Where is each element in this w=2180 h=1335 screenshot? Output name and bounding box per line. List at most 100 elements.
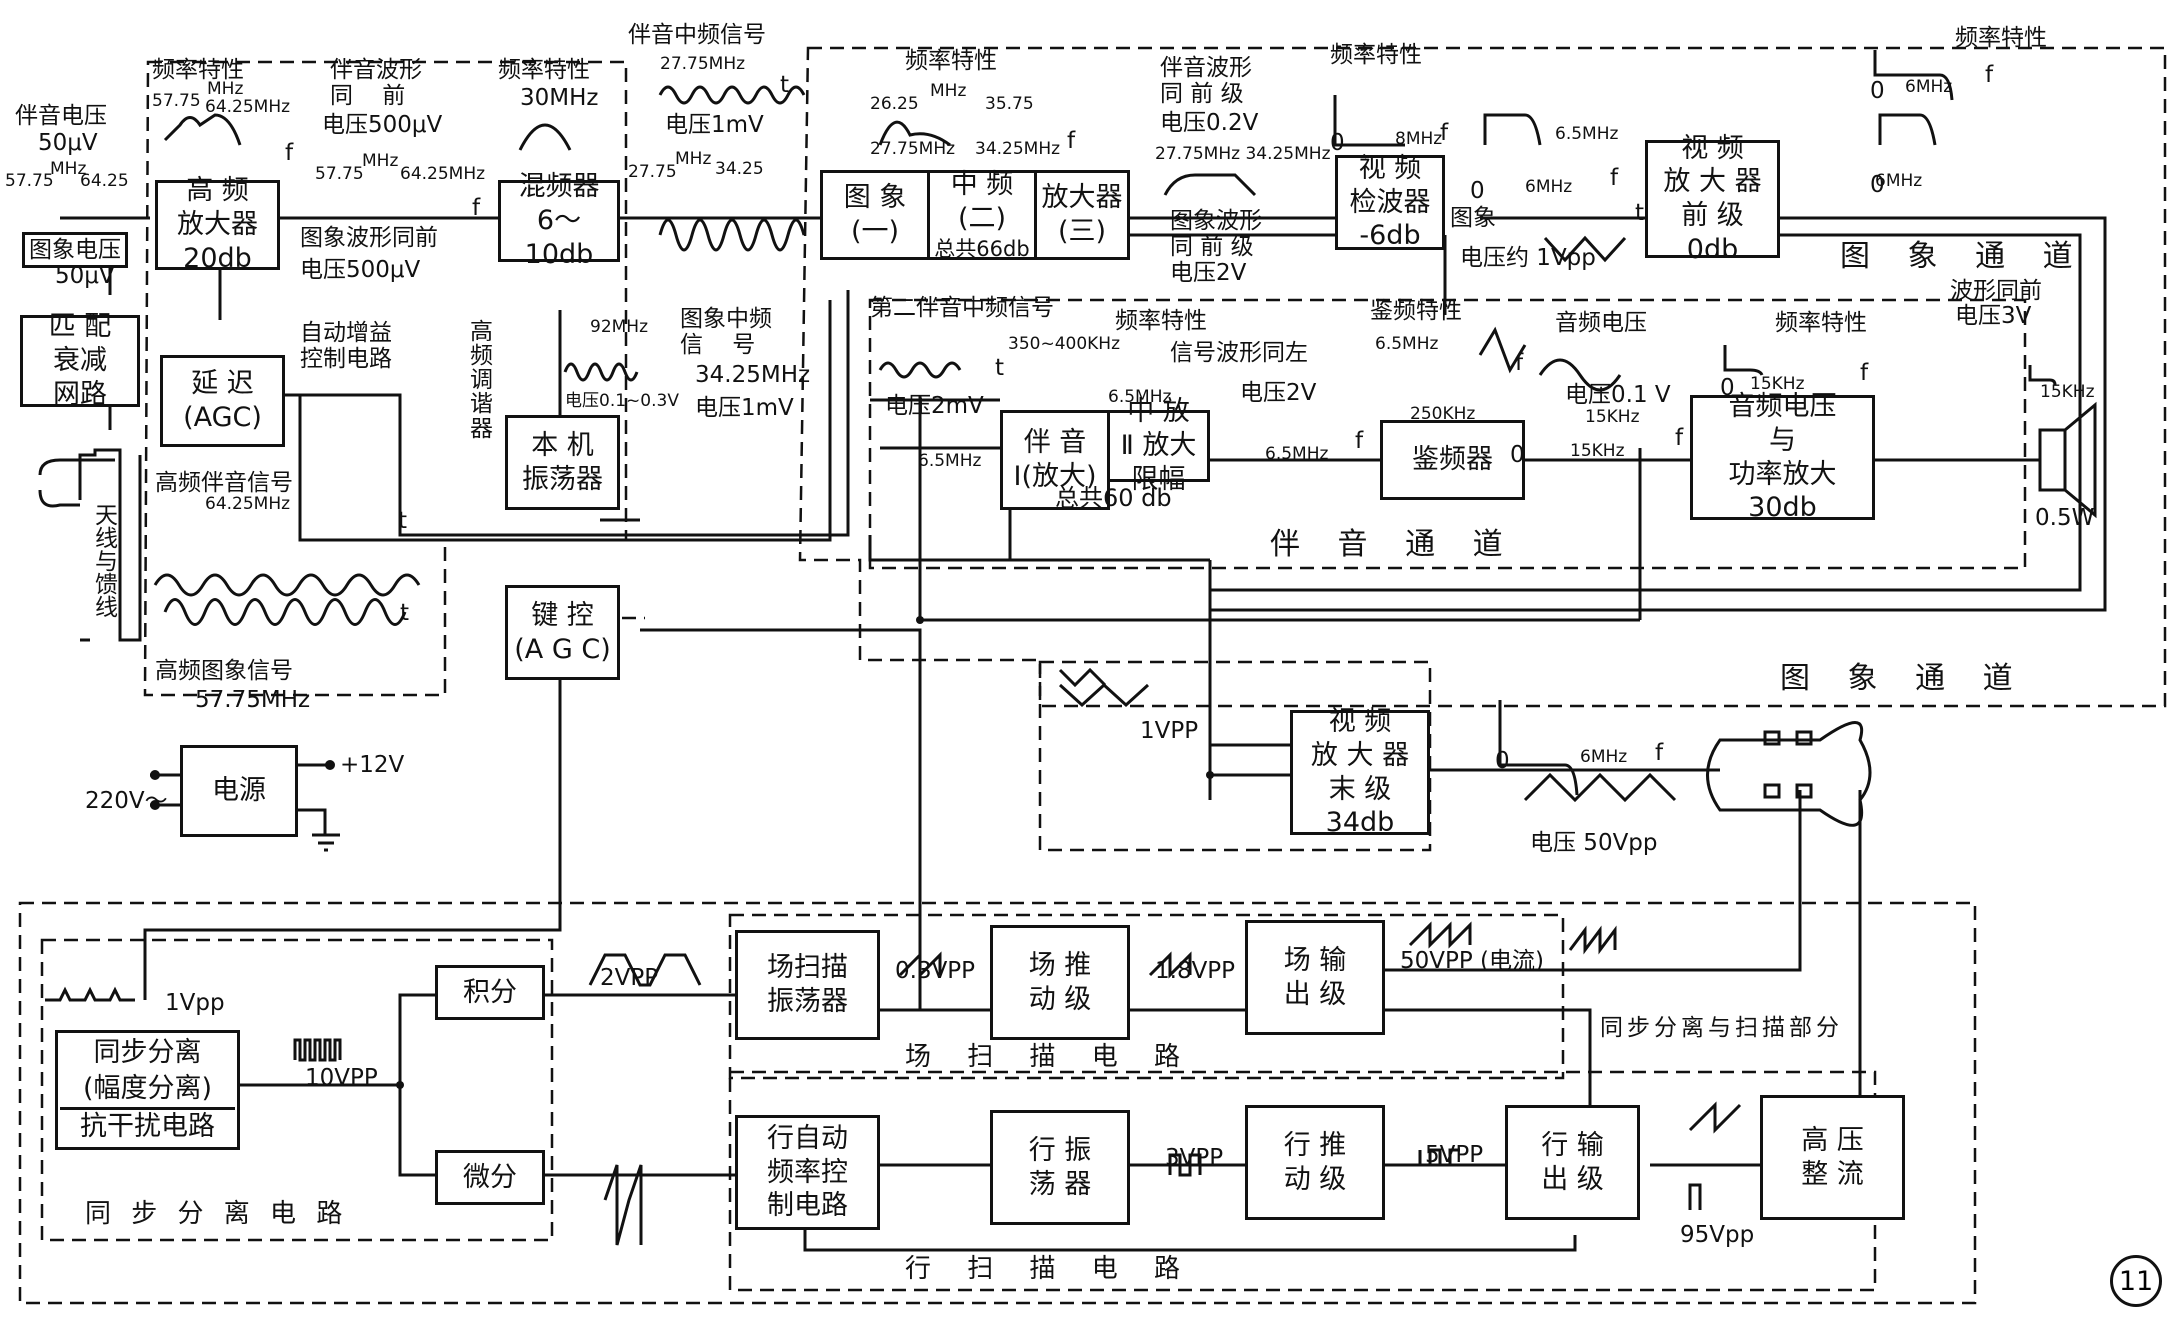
lbl-15k-b: 15KHz bbox=[1570, 441, 1625, 461]
rf-amp-line1: 高 频 bbox=[186, 175, 249, 207]
lbl-audio-v: 音频电压 bbox=[1555, 310, 1647, 336]
block-power-supply: 电源 bbox=[180, 745, 298, 837]
lbl-15k-c: 15KHz bbox=[1750, 374, 1805, 394]
lbl-voltage500: 电压500μV bbox=[322, 112, 443, 138]
lbl-v-circuit: 场 扫 描 电 路 bbox=[905, 1042, 1195, 1072]
keyed-agc-wire bbox=[640, 628, 1592, 1172]
lbl-second-sif: 第二伴音中频信号 bbox=[870, 295, 1054, 321]
lbl-fc1-a: 57.75 bbox=[152, 91, 201, 111]
lbl-1vpp-c: 1Vpp bbox=[165, 990, 225, 1016]
pif-wave bbox=[658, 218, 806, 252]
lbl-mix-b: 34.25 bbox=[715, 159, 764, 179]
mixer-line2: 6～10db bbox=[524, 205, 594, 270]
if-group-border bbox=[798, 46, 2167, 708]
axis-t-2: t bbox=[400, 600, 410, 626]
lbl-30mhz: 30MHz bbox=[520, 85, 599, 111]
lbl-freq-char-2: 频率特性 bbox=[498, 57, 590, 83]
lbl-sound-channel: 伴 音 通 道 bbox=[1270, 527, 1517, 562]
lbl-f250: 250KHz bbox=[1410, 404, 1476, 424]
axis-f-11: f bbox=[1655, 740, 1664, 766]
v-scan-border bbox=[728, 913, 1565, 1080]
block-audio-amplifier: 音频电压 与 功率放大 30db bbox=[1690, 391, 1875, 523]
mixer-line1: 混频器 bbox=[518, 171, 600, 203]
lbl-pic: 图象 bbox=[1450, 205, 1496, 231]
lbl-05w: 0.5W bbox=[2035, 505, 2095, 531]
vscan-wires bbox=[880, 790, 1802, 1012]
axis-f-10: f bbox=[1860, 360, 1869, 386]
h-scan-border bbox=[728, 1070, 1877, 1292]
lbl-6mhz-b: 6MHz bbox=[1905, 77, 1953, 97]
lbl-03vpp: 0.3VPP bbox=[895, 958, 976, 984]
axis-t-5: t bbox=[995, 355, 1005, 381]
rf-chain-wires bbox=[60, 216, 820, 295]
lbl-sig-wave-same: 信号波形同左 bbox=[1170, 340, 1308, 366]
lbl-wave-same: 波形同前 bbox=[1950, 278, 2042, 304]
lbl-v01: 电压0.1 V bbox=[1565, 382, 1671, 408]
sync-line3: 抗干扰电路 bbox=[60, 1107, 235, 1144]
axis-f-9: f bbox=[1675, 425, 1684, 451]
aud-line3: 功率放大 bbox=[1728, 458, 1837, 490]
axis-zero-3: 0 bbox=[1470, 178, 1485, 204]
block-local-oscillator: 本 机 振荡器 bbox=[505, 415, 620, 510]
block-sync-separator: 同步分离 (幅度分离) 抗干扰电路 bbox=[55, 1030, 240, 1150]
lbl-f65c: 6.5MHz bbox=[918, 451, 982, 471]
lbl-agc-ctrl: 自动增益 控制电路 bbox=[300, 320, 392, 373]
fc2-curve bbox=[518, 123, 572, 151]
figure-number: 11 bbox=[2110, 1255, 2162, 1307]
lbl-f350: 350~400KHz bbox=[1008, 334, 1120, 354]
block-hv-rectifier: 高 压 整 流 bbox=[1760, 1095, 1905, 1220]
block-matching-network: 匹 配 衰减 网路 bbox=[20, 311, 140, 410]
lbl-sound-wave-pre: 伴音波形 同 前 bbox=[330, 57, 422, 110]
delay-line1: 延 迟 bbox=[191, 368, 254, 400]
if3-line1: 放大器 bbox=[1041, 182, 1123, 214]
axis-f-4: f bbox=[1440, 120, 1449, 146]
lbl-hf-sound: 高频伴音信号 bbox=[155, 470, 293, 496]
vfin-line4: 34db bbox=[1325, 807, 1395, 839]
hv-line2: 整 流 bbox=[1801, 1158, 1864, 1190]
axis-f-6: f bbox=[1985, 62, 1994, 88]
if1-line1: 图 象 bbox=[843, 182, 907, 214]
matching-line1: 匹 配 bbox=[48, 311, 112, 343]
lbl-f65b: 6.5MHz bbox=[1108, 387, 1172, 407]
lbl-voltage500b: 电压500μV bbox=[300, 257, 421, 283]
lbl-sync-circuit: 同 步 分 离 电 路 bbox=[85, 1199, 349, 1229]
lbl-pic-50uv: 50μV bbox=[55, 263, 115, 289]
block-h-driver: 行 推 动 级 bbox=[1245, 1105, 1385, 1220]
lbl-fc3-3575: 35.75 bbox=[985, 94, 1034, 114]
det-line3: -6db bbox=[1359, 220, 1421, 252]
block-h-oscillator: 行 振 荡 器 bbox=[990, 1110, 1130, 1225]
axis-f-1: f bbox=[285, 140, 294, 166]
lbl-hf-tuner: 高 频 调 谐 器 bbox=[470, 319, 493, 442]
block-rf-amplifier: 高 频 放大器 20db bbox=[155, 175, 280, 274]
axis-f-3: f bbox=[1067, 128, 1076, 154]
lbl-sound-if-signal: 伴音中频信号 bbox=[628, 22, 766, 48]
sound-channel-border bbox=[868, 298, 2027, 570]
lbl-antenna: 天 线 与 馈 线 bbox=[95, 503, 118, 621]
lbl-v2v-b: 电压2V bbox=[1240, 380, 1317, 406]
disc-curve bbox=[1478, 326, 1527, 374]
axis-zero-4: 0 bbox=[1870, 172, 1885, 198]
block-video-detector: 视 频 检波器 -6db bbox=[1335, 153, 1445, 252]
lo-line2: 振荡器 bbox=[522, 463, 603, 495]
axis-zero-5: 0 bbox=[1720, 375, 1735, 401]
block-video-final: 视 频 放 大 器 末 级 34db bbox=[1290, 706, 1430, 838]
vpre-line2: 放 大 器 bbox=[1663, 166, 1762, 198]
fc4-curve bbox=[1163, 173, 1257, 197]
lbl-mix-mhz: MHz bbox=[675, 149, 712, 169]
lbl-freq-char-6: 频率特性 bbox=[1115, 308, 1207, 334]
lbl-hf-pic: 高频图象信号 bbox=[155, 658, 293, 684]
fc3-curve bbox=[878, 120, 951, 147]
video-out-wave bbox=[1523, 772, 1677, 803]
hafc-line3: 制电路 bbox=[767, 1190, 848, 1222]
lbl-65mhz: 6.5MHz bbox=[1555, 124, 1619, 144]
tuner-group-border bbox=[143, 60, 628, 697]
speaker-icon bbox=[2038, 401, 2097, 519]
vpre-line1: 视 频 bbox=[1681, 132, 1744, 164]
if2-line3: 总共66db bbox=[934, 236, 1030, 261]
hout-line2: 出 级 bbox=[1541, 1163, 1604, 1195]
block-sound-if-1: 伴 音 Ⅰ(放大) bbox=[1000, 410, 1110, 510]
rf-amp-line3: 20db bbox=[183, 242, 252, 274]
lbl-pic-voltage: 图象电压 bbox=[22, 232, 128, 269]
